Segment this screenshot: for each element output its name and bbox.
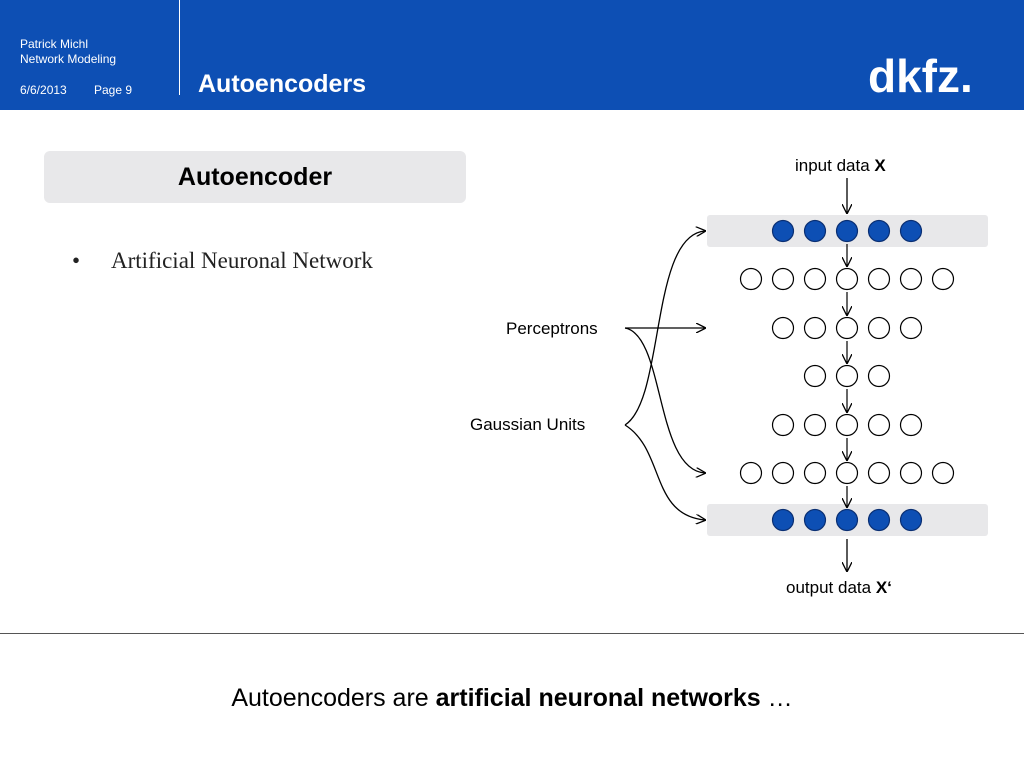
gaussian-curve-lower xyxy=(624,424,705,520)
neuron-node xyxy=(835,461,859,485)
perceptron-curve-lower xyxy=(624,327,705,473)
neuron-node xyxy=(867,364,891,388)
neuron-node xyxy=(867,267,891,291)
neuron-node xyxy=(835,316,859,340)
neuron-node xyxy=(867,461,891,485)
neuron-node xyxy=(835,413,859,437)
neuron-node xyxy=(771,508,795,532)
footer-text-bold: artificial neuronal networks xyxy=(435,684,761,712)
neuron-node xyxy=(771,267,795,291)
logo-text: dkfz. xyxy=(868,52,973,100)
header-page-number: Page 9 xyxy=(94,83,133,97)
neuron-node xyxy=(771,413,795,437)
dkfz-logo: dkfz. xyxy=(868,52,973,100)
neuron-node xyxy=(803,267,827,291)
input-data-symbol: X xyxy=(874,156,886,175)
neuron-node xyxy=(867,413,891,437)
output-data-symbol: X‘ xyxy=(875,578,892,597)
layer-nodes xyxy=(739,219,955,532)
input-data-label: input data X xyxy=(795,156,886,176)
gaussian-curve-upper xyxy=(624,231,705,426)
header-subject: Network Modeling xyxy=(20,52,117,66)
neuron-node xyxy=(899,461,923,485)
neuron-node xyxy=(835,364,859,388)
footer-divider xyxy=(0,633,1024,634)
neuron-node xyxy=(739,461,763,485)
neuron-node xyxy=(803,219,827,243)
neuron-node xyxy=(803,461,827,485)
output-data-text: output data xyxy=(786,578,872,597)
slide-header: Patrick Michl Network Modeling 6/6/2013 … xyxy=(0,0,1024,110)
neuron-node xyxy=(867,508,891,532)
neuron-node xyxy=(803,413,827,437)
header-separator xyxy=(179,0,180,95)
header-author: Patrick Michl xyxy=(20,37,89,51)
neuron-node xyxy=(835,219,859,243)
neuron-node xyxy=(867,316,891,340)
footer-text-end: … xyxy=(760,684,793,712)
bullet-text: Artificial Neuronal Network xyxy=(111,248,373,273)
neuron-node xyxy=(835,267,859,291)
neuron-node xyxy=(771,461,795,485)
neuron-node xyxy=(771,316,795,340)
footer-statement: Autoencoders are artificial neuronal net… xyxy=(0,684,1024,713)
gaussian-units-label: Gaussian Units xyxy=(470,415,586,434)
neuron-node xyxy=(803,316,827,340)
neuron-node xyxy=(931,461,955,485)
perceptrons-label: Perceptrons xyxy=(506,319,598,338)
neuron-node xyxy=(899,508,923,532)
neuron-node xyxy=(867,219,891,243)
neuron-node xyxy=(931,267,955,291)
section-title-box: Autoencoder xyxy=(44,151,466,203)
neuron-node xyxy=(803,508,827,532)
neuron-node xyxy=(835,508,859,532)
header-author-block: Patrick Michl Network Modeling xyxy=(20,37,116,67)
neuron-node xyxy=(899,316,923,340)
neuron-node xyxy=(803,364,827,388)
footer-text-plain: Autoencoders are xyxy=(231,684,436,712)
bullet-marker: • xyxy=(72,248,81,273)
connector-curves xyxy=(624,231,705,520)
neuron-node xyxy=(739,267,763,291)
header-date: 6/6/2013 xyxy=(20,83,67,97)
input-data-text: input data xyxy=(795,156,870,175)
neuron-node xyxy=(899,413,923,437)
neuron-node xyxy=(771,219,795,243)
output-data-label: output data X‘ xyxy=(786,578,892,598)
neuron-node xyxy=(899,219,923,243)
neuron-node xyxy=(899,267,923,291)
slide-title: Autoencoders xyxy=(198,70,367,98)
